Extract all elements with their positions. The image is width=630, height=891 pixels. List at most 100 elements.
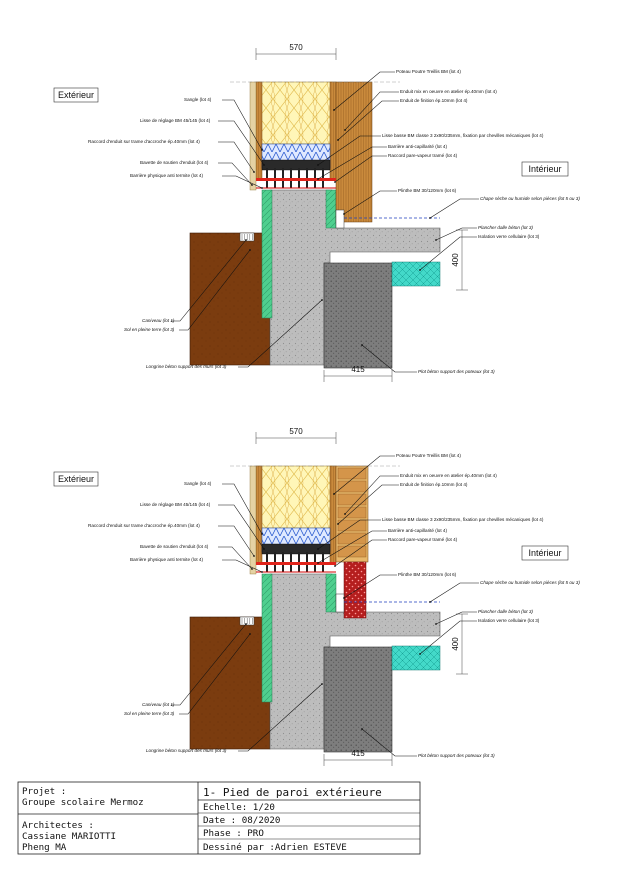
leader-line: [317, 135, 381, 166]
leader-line: [179, 633, 251, 715]
dimension-400: 400: [451, 253, 460, 267]
leader-dot: [261, 571, 263, 573]
label-exterieur: Extérieur: [58, 474, 94, 484]
leader-dot: [361, 728, 363, 730]
leader-line: [222, 559, 263, 573]
leader-line: [218, 120, 265, 166]
leader-line: [218, 162, 253, 186]
label-chape: Chape sèche ou humide selon pièces (lot …: [480, 580, 580, 585]
leader-dot: [337, 139, 339, 141]
lining-panel: [337, 480, 367, 493]
sill-plate: [261, 543, 331, 555]
label-caniveau: Caniveau (lot 1): [142, 702, 175, 707]
leader-dot: [419, 653, 421, 655]
exterior-frame: [53, 471, 99, 487]
label-caniveau: Caniveau (lot 1): [142, 318, 175, 323]
label-plancher: Plancher dalle béton (lot 3): [478, 225, 533, 230]
dimension-570: 570: [289, 43, 303, 52]
leader-line: [419, 620, 477, 655]
leader-dot: [343, 597, 345, 599]
label-raccord-pare-vapeur: Raccord pare-vapeur tramé (lot 4): [388, 537, 458, 542]
dimension-570: 570: [289, 427, 303, 436]
label-chape: Chape sèche ou humide selon pièces (lot …: [480, 196, 580, 201]
label-longrine: Longrine béton support des murs (lot 3): [146, 748, 227, 753]
leader-dot: [344, 513, 346, 515]
leader-line: [333, 455, 395, 495]
leader-dot: [429, 601, 431, 603]
architect-2: Pheng MA: [22, 842, 67, 853]
leader-line: [222, 175, 263, 189]
leader-dot: [334, 181, 336, 183]
leader-line: [171, 239, 247, 322]
leader-dot: [245, 623, 247, 625]
dimension-415: 415: [351, 365, 365, 374]
leader-dot: [261, 533, 263, 535]
label-barriere-capillarite: Barrière anti-capillarité (lot 4): [388, 528, 447, 533]
exterior-plinth-insulation: [261, 189, 273, 319]
column-pier: [323, 646, 393, 753]
leader-line: [344, 475, 399, 515]
leader-line: [171, 623, 247, 706]
leader-line: [317, 146, 387, 180]
dimension-400: 400: [451, 637, 460, 651]
label-enduit-finition: Enduit de finition ép.10mm (lot 4): [400, 98, 468, 103]
label-lisse-reglage: Lisse de réglage BM 45/145 (lot 4): [140, 118, 211, 123]
drawing-date: Date : 08/2020: [203, 815, 280, 826]
leader-line: [222, 483, 263, 535]
inner-edge-insulation: [325, 189, 337, 229]
interior-post: [329, 81, 337, 181]
leader-dot: [429, 217, 431, 219]
lining-panel: [337, 506, 367, 519]
lining-panel: [337, 545, 367, 558]
label-interieur: Intérieur: [528, 548, 561, 558]
leader-dot: [249, 249, 251, 251]
leader-line: [361, 344, 417, 373]
label-lisse-basse: Lisse basse BM classe 3 2x90/235mm, fixa…: [382, 517, 544, 522]
inner-edge-insulation: [325, 573, 337, 613]
exterior-post: [255, 81, 263, 181]
cellular-glass-insulation: [391, 645, 441, 671]
leader-dot: [321, 299, 323, 301]
leader-dot: [321, 683, 323, 685]
label-bavette: Bavette de soutien d'enduit (lot 4): [140, 160, 209, 165]
skirting-board: [335, 593, 345, 613]
label-lisse-basse: Lisse basse BM classe 3 2x90/235mm, fixa…: [382, 133, 544, 138]
drawing-scale: Echelle: 1/20: [203, 802, 275, 813]
label-enduit-finition: Enduit de finition ép.10mm (lot 4): [400, 482, 468, 487]
label-barriere-termite: Barrière physique anti termite (lot 4): [130, 557, 203, 562]
leader-dot: [334, 565, 336, 567]
label-isolation: Isolation verre cellulaire (lot 3): [478, 618, 540, 623]
leader-line: [218, 525, 255, 557]
lining-panel: [337, 532, 367, 545]
soil-block: [189, 232, 271, 366]
label-raccord-pare-vapeur: Raccord pare-vapeur tramé (lot 4): [388, 153, 458, 158]
label-isolation: Isolation verre cellulaire (lot 3): [478, 234, 540, 239]
leader-dot: [333, 493, 335, 495]
leader-line: [429, 198, 479, 219]
leader-dot: [263, 164, 265, 166]
label-lisse-reglage: Lisse de réglage BM 45/145 (lot 4): [140, 502, 211, 507]
leader-dot: [249, 633, 251, 635]
leader-dot: [253, 555, 255, 557]
label-interieur: Intérieur: [528, 164, 561, 174]
leader-dot: [317, 164, 319, 166]
label-sangle: Sangle (lot 4): [184, 97, 212, 102]
leader-dot: [344, 129, 346, 131]
label-plot: Plot béton support des poteaux (lot 3): [418, 369, 495, 374]
leader-dot: [317, 562, 319, 564]
title-block-frame: [17, 781, 421, 855]
label-bavette: Bavette de soutien d'enduit (lot 4): [140, 544, 209, 549]
leader-line: [429, 582, 479, 603]
leader-line: [317, 530, 387, 564]
soil-block: [189, 616, 271, 750]
capillary-barrier: [256, 562, 336, 565]
leader-dot: [317, 178, 319, 180]
label-longrine: Longrine béton support des murs (lot 3): [146, 364, 227, 369]
leader-line: [337, 100, 399, 141]
leader-dot: [251, 184, 253, 186]
interior-frame: [521, 545, 569, 561]
leader-dot: [245, 239, 247, 241]
leader-dot: [261, 187, 263, 189]
